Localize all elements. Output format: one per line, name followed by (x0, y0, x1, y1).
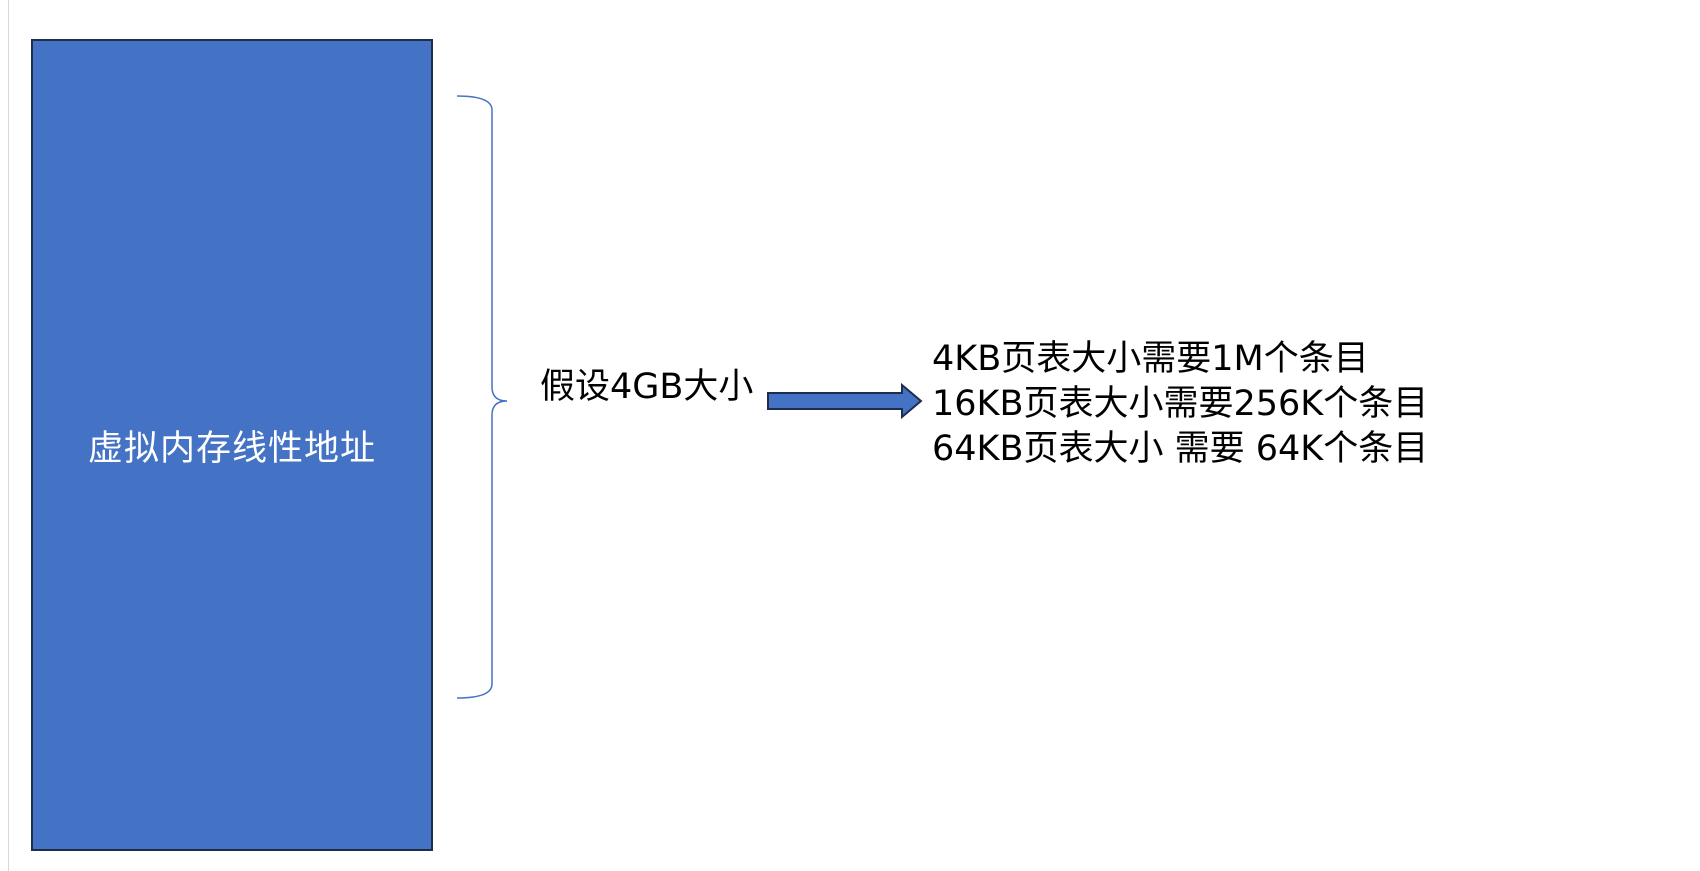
virtual-memory-block: 虚拟内存线性地址 (31, 39, 433, 851)
curly-brace (456, 95, 508, 699)
result-line-64kb: 64KB页表大小 需要 64K个条目 (932, 429, 1429, 469)
right-arrow-icon (767, 382, 923, 420)
virtual-memory-label: 虚拟内存线性地址 (87, 428, 376, 469)
page-table-results: 4KB页表大小需要1M个条目 16KB页表大小需要256K个条目 64KB页表大… (932, 337, 1428, 472)
assumption-label: 假设4GB大小 (540, 367, 754, 407)
result-line-4kb: 4KB页表大小需要1M个条目 (932, 339, 1369, 379)
slide-border (8, 0, 1700, 871)
result-line-16kb: 16KB页表大小需要256K个条目 (932, 384, 1429, 424)
